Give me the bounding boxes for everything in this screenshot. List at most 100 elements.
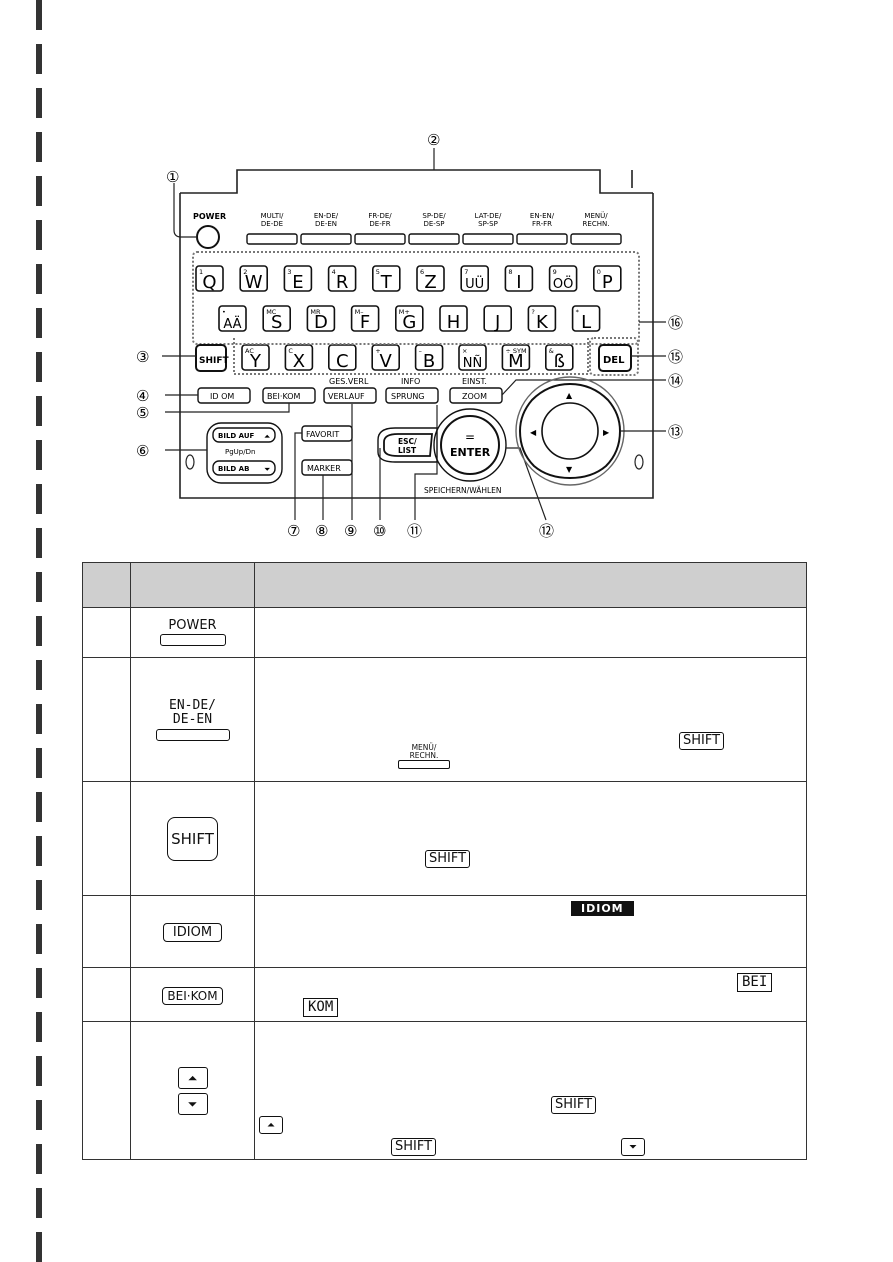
info-label: INFO [401,377,420,386]
zoom-key[interactable] [449,387,503,404]
table-row: EN-DE/ DE-EN SHIFT MENÜ/ RECHN. [82,657,807,782]
sprung-key[interactable] [385,387,439,404]
list-label: LIST [398,446,417,455]
keyboard-diagram: ② POWER ① MULTI/DE-DEEN-DE/DE-ENFR-DE/DE… [136,131,683,540]
letter-key-sub: 3 [287,268,291,276]
letter-key-main: B [423,351,435,372]
letter-key-main: Q [202,272,216,293]
letter-key-main: T [380,272,393,293]
table-row: SHIFT SHIFT [82,781,807,896]
letter-key[interactable] [327,344,357,371]
del-key[interactable] [598,344,632,372]
letter-key-main: NÑ [463,355,482,371]
letter-key[interactable] [283,265,313,292]
letter-key-sub: & [549,347,554,355]
letter-key[interactable] [195,265,224,292]
letter-key[interactable] [571,305,601,332]
mode-key-label: MULTI/ [261,212,284,220]
mode-key[interactable] [570,233,622,245]
bild-ab-key[interactable] [212,460,276,476]
letter-key[interactable] [592,265,622,292]
mode-key-label: DE-SP [423,220,444,228]
menu-inline-key: MENÜ/ RECHN. [398,744,450,769]
letter-key[interactable] [483,305,513,332]
table-row: IDIOM IDIOM [82,895,807,968]
zoom-key-label: ZOOM [462,392,487,401]
mode-key[interactable] [462,233,514,245]
letter-key-sub: 4 [332,268,336,276]
callout-6: ⑥ [136,442,149,460]
letter-key[interactable] [306,305,336,332]
table-row: POWER [82,607,807,658]
letter-key[interactable] [284,344,314,371]
callout-14: ⑭ [668,372,683,390]
mode-key-label: RECHN. [583,220,610,228]
letter-key-sub: 5 [376,268,380,276]
mode-key[interactable] [354,233,406,245]
letter-key[interactable] [371,265,401,292]
letter-key-main: ß [554,351,565,372]
enter-key-label: ENTER [450,446,491,459]
letter-key[interactable] [527,305,557,332]
letter-key-main: K [536,312,549,333]
mode-key[interactable] [516,233,568,245]
letter-key[interactable] [439,305,468,332]
case-hole-left [185,454,195,470]
callout-7: ⑦ [287,522,300,540]
letter-key[interactable] [548,265,578,292]
letter-key-main: J [494,312,500,333]
letter-key-main: G [402,312,416,333]
letter-key[interactable] [218,305,247,332]
letter-key-sub: ÷ SYM [505,347,526,355]
callout-9: ⑨ [344,522,357,540]
shift-key[interactable] [195,344,227,372]
esc-list-key[interactable] [383,433,433,457]
letter-key-sub: • [222,308,226,316]
letter-key[interactable] [416,265,445,292]
letter-key[interactable] [504,265,534,292]
key-description-table: POWER EN-DE/ DE-EN SHIFT MENÜ/ RECHN. SH… [82,562,807,1160]
letter-key[interactable] [239,265,268,292]
margin-dash [36,1188,42,1218]
margin-dash [36,792,42,822]
pgupdn-label: PgUp/Dn [225,448,255,456]
letter-key[interactable] [460,265,490,292]
mode-key-label: FR-FR [532,220,552,228]
shift-inline-key: SHIFT [679,732,725,750]
letter-key[interactable] [394,305,424,332]
letter-key[interactable] [350,305,380,332]
verlauf-key-label: VERLAUF [328,392,365,401]
letter-key-sub: 9 [553,268,557,276]
callout-2-bracket [180,169,653,194]
margin-dash [36,924,42,954]
mode-key[interactable] [300,233,352,245]
mode-key[interactable] [408,233,460,245]
power-button[interactable] [196,225,220,249]
letter-key-main: R [336,272,349,293]
margin-dash [36,88,42,118]
letter-key[interactable] [327,265,357,292]
table-row: BEI·KOM BEI KOM [82,967,807,1022]
enter-key[interactable] [440,415,500,475]
beikom-key-label: BEI·KOM [267,392,301,401]
margin-dash [36,396,42,426]
callout-12: ⑫ [539,522,554,540]
verlauf-key[interactable] [323,387,377,404]
mode-key[interactable] [246,233,298,245]
letter-key[interactable] [371,344,401,371]
esc-label: ESC/ [398,437,417,446]
callout-15: ⑮ [668,348,683,366]
bild-auf-key[interactable] [212,427,276,443]
letter-key-main: I [516,272,521,293]
idiom-key-icon: IDIOM [130,895,255,968]
margin-dash [36,308,42,338]
mode-key-label: EN-DE/ [314,212,339,220]
letter-key-sub: M– [355,308,364,316]
left-arrow-icon: ◀ [530,428,537,437]
letter-key[interactable] [262,305,292,332]
mode-key-label: DE-FR [369,220,390,228]
bei-indicator: BEI [737,973,773,992]
letter-key-main: E [292,272,303,293]
power-key-text: POWER [168,618,217,633]
